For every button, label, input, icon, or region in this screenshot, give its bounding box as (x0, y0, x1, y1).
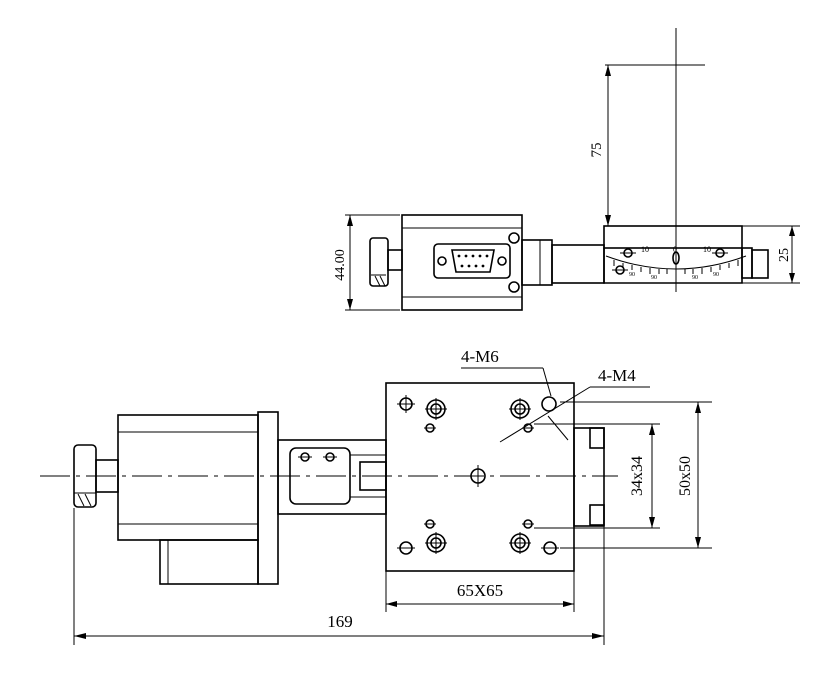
top-motor (117, 414, 259, 541)
side-view: 75 44.00 (333, 28, 800, 311)
label-4-m4: 4-M4 (598, 366, 636, 385)
dimension-label-44: 44.00 (333, 249, 348, 281)
dimension-label-169: 169 (327, 612, 353, 631)
side-right-knob (751, 249, 769, 279)
side-neck (551, 244, 605, 284)
leader-m6 (542, 367, 552, 397)
dimension-label-75: 75 (589, 143, 605, 158)
label-4-m6: 4-M6 (461, 347, 499, 366)
scale-sub-2: 90 (651, 275, 657, 281)
side-stage-top (603, 225, 743, 249)
side-knob (369, 237, 389, 287)
arrow-44-top (347, 215, 353, 226)
db9-screw-left (437, 256, 447, 266)
side-screw-bottom (508, 281, 520, 293)
side-knob-hatch-1 (374, 275, 381, 287)
scale-label-center: 0 (673, 245, 677, 254)
top-coupling (289, 447, 351, 505)
side-right-collar (741, 247, 753, 279)
dimension-label-34x34: 34x34 (629, 456, 646, 496)
leader-m4 (499, 386, 591, 443)
top-right-block (573, 427, 605, 527)
table-holes (397, 395, 559, 555)
db9-face (451, 249, 495, 273)
side-coupling (521, 239, 553, 286)
dimension-label-25: 25 (777, 248, 792, 262)
leader-m4-tick (547, 415, 569, 441)
db9-screw-right (497, 256, 507, 266)
scale-label-right: 10 (703, 245, 711, 254)
top-view: 4-M6 4-M4 34x34 50x50 65X65 (40, 347, 712, 645)
side-knob-shaft (387, 249, 403, 271)
scale-sub-4: 90 (713, 272, 719, 278)
arrow-25-bottom (789, 273, 795, 283)
top-right-knob-a (589, 427, 605, 449)
scale-ticks (613, 260, 739, 276)
scale-sub-1: 90 (629, 272, 635, 278)
arrow-44-bottom (347, 299, 353, 310)
scale-arc (605, 255, 747, 270)
db9-connector-shell (433, 243, 511, 279)
side-screw-top (508, 232, 520, 244)
scale-label-left: 10 (641, 245, 649, 254)
scale-sub-3: 90 (692, 275, 698, 281)
hole-m6-highlight (541, 396, 557, 412)
arrow-25-top (789, 226, 795, 236)
side-motor-housing (401, 214, 523, 311)
stage-center-pin (672, 251, 680, 265)
top-motor-flange (257, 411, 279, 585)
dimension-label-65x65: 65X65 (457, 581, 503, 600)
arrow-75-bottom (605, 215, 611, 226)
db9-pins (457, 254, 489, 268)
side-knob-hatch-2 (379, 275, 386, 287)
dimension-label-50x50: 50x50 (677, 456, 694, 496)
arrow-75-top (605, 65, 611, 76)
top-connector-box (159, 539, 259, 585)
top-right-knob-b (589, 504, 605, 526)
